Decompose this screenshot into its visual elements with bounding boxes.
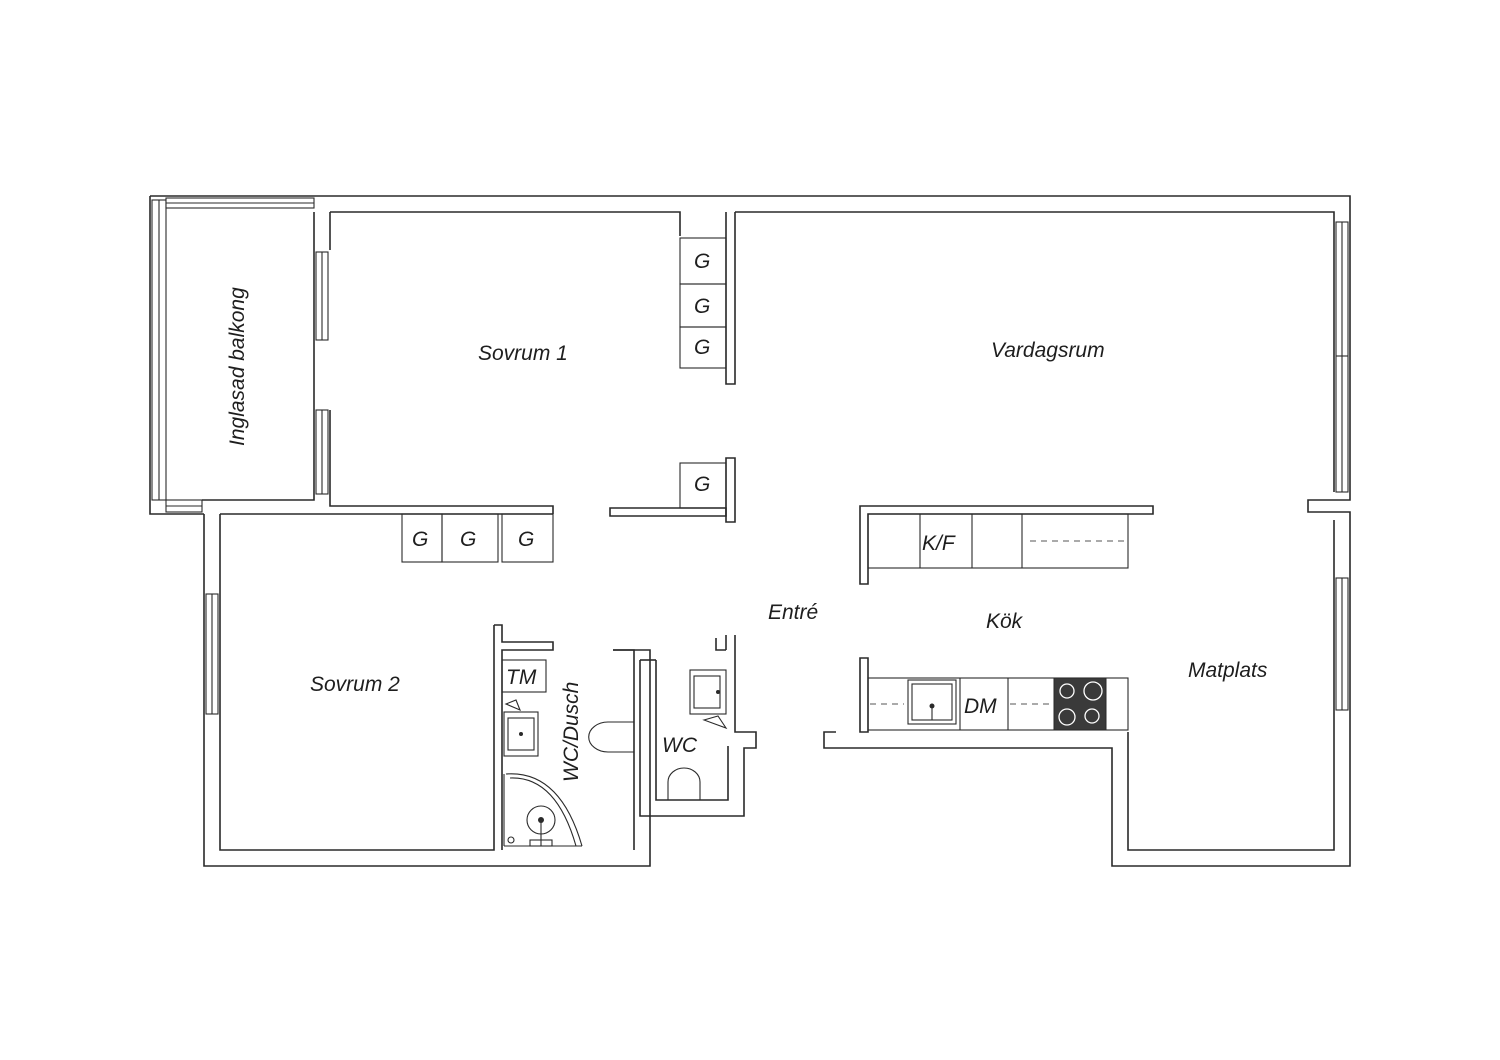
wardrobe-label: G <box>694 250 710 273</box>
toilet <box>588 721 634 753</box>
room-label-balcony: Inglasad balkong <box>226 287 249 446</box>
wardrobe-label: G <box>694 295 710 318</box>
room-label-bedroom1: Sovrum 1 <box>478 342 568 365</box>
kitchen-island-counter <box>867 513 1129 569</box>
room-label-bathroom: WC/Dusch <box>560 682 583 782</box>
washing-machine-label: TM <box>506 666 537 689</box>
room-label-living: Vardagsrum <box>991 339 1105 362</box>
washing-machine <box>501 659 547 693</box>
kitchen-counter <box>867 677 1129 731</box>
outer-walls <box>149 195 1351 867</box>
interior-walls <box>494 212 1154 850</box>
room-label-kitchen: Kök <box>986 610 1024 633</box>
kitchen-sink <box>907 679 957 725</box>
fridge-freezer-label: K/F <box>922 532 956 555</box>
room-label-entrance: Entré <box>768 601 818 624</box>
stove <box>1053 677 1107 731</box>
wardrobe-label: G <box>694 336 710 359</box>
bathroom-sink <box>503 711 539 757</box>
wardrobe-label: G <box>412 528 428 551</box>
wardrobe-label: G <box>694 473 710 496</box>
room-label-wc: WC <box>662 734 698 757</box>
room-label-dining: Matplats <box>1188 659 1268 682</box>
wardrobe-label: G <box>460 528 476 551</box>
bathroom-fixtures <box>501 659 634 847</box>
wardrobes <box>401 237 727 563</box>
wardrobe-label: G <box>518 528 534 551</box>
shower <box>505 773 583 847</box>
windows <box>151 197 1349 715</box>
wc-toilet <box>667 767 701 800</box>
wc-fixtures <box>667 669 728 800</box>
dishwasher-label: DM <box>964 695 997 718</box>
wc-sink <box>689 669 727 715</box>
room-label-bedroom2: Sovrum 2 <box>310 673 400 696</box>
